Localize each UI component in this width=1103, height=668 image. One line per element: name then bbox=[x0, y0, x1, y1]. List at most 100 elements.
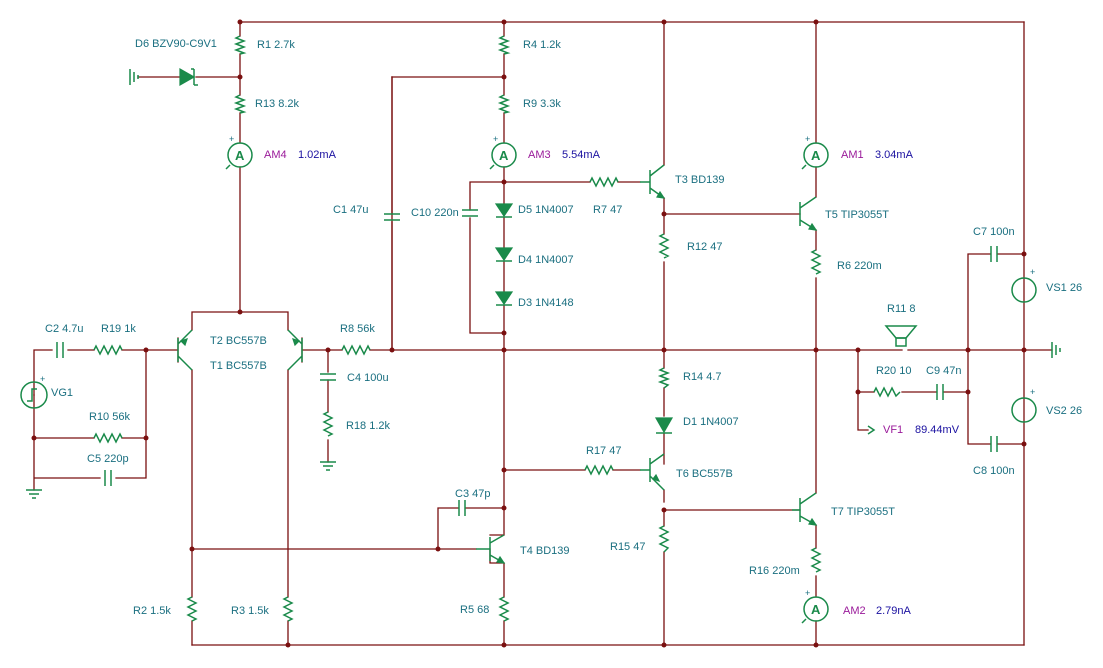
am1-symbol-letter: A bbox=[811, 148, 821, 163]
label-r6: R6 220m bbox=[837, 260, 882, 272]
resistor-r20 bbox=[873, 386, 901, 398]
am4-symbol-letter: A bbox=[235, 148, 245, 163]
ground-icon-output bbox=[1051, 342, 1061, 358]
grounds bbox=[26, 69, 1061, 499]
am1-reading: 3.04mA bbox=[875, 149, 914, 161]
am4-name: AM4 bbox=[264, 149, 287, 161]
resistor-r19 bbox=[93, 344, 123, 356]
ammeter-am4-symbol: A + bbox=[225, 134, 253, 170]
label-r3: R3 1.5k bbox=[231, 605, 269, 617]
label-c4: C4 100u bbox=[347, 372, 389, 384]
dc-source-vs1: + bbox=[1011, 267, 1037, 303]
label-r11: R11 8 bbox=[887, 303, 916, 315]
diode-d4 bbox=[494, 247, 514, 262]
signal-generator-vg1: + bbox=[20, 374, 48, 409]
resistor-r17 bbox=[584, 464, 614, 476]
resistor-r3 bbox=[282, 596, 294, 622]
label-d3: D3 1N4148 bbox=[518, 297, 574, 309]
label-r7: R7 47 bbox=[593, 204, 622, 216]
ground-icon-r18 bbox=[320, 461, 336, 471]
capacitor-c1 bbox=[384, 213, 400, 221]
label-r13: R13 8.2k bbox=[255, 98, 300, 110]
ammeter-am2-symbol: A + bbox=[801, 588, 829, 624]
ammeter-am1-symbol: A + bbox=[801, 134, 829, 170]
am3-plus: + bbox=[493, 134, 498, 144]
resistor-r15 bbox=[658, 525, 670, 553]
resistor-r6 bbox=[810, 249, 822, 275]
diode-d5 bbox=[494, 203, 514, 218]
capacitors bbox=[56, 209, 998, 516]
meter-readings: AM4 1.02mA AM3 5.54mA AM1 3.04mA AM2 2.7… bbox=[264, 149, 960, 617]
resistor-r2 bbox=[186, 596, 198, 622]
am2-name: AM2 bbox=[843, 605, 866, 617]
transistor-t1 bbox=[177, 329, 193, 371]
label-t3: T3 BD139 bbox=[675, 174, 725, 186]
transistors bbox=[177, 164, 818, 564]
label-r12: R12 47 bbox=[687, 241, 722, 253]
label-c8: C8 100n bbox=[973, 465, 1015, 477]
resistor-r1 bbox=[233, 35, 247, 55]
ground-icon-zener bbox=[129, 69, 139, 85]
transistor-t2 bbox=[287, 329, 303, 371]
speaker-icon bbox=[884, 325, 918, 347]
label-t7: T7 TIP3055T bbox=[831, 506, 895, 518]
resistor-r12 bbox=[658, 233, 670, 259]
junction-dots bbox=[31, 19, 1027, 648]
ammeter-am3-symbol: A + bbox=[489, 134, 517, 170]
transistor-t7 bbox=[799, 492, 818, 526]
capacitor-c10 bbox=[462, 209, 478, 217]
resistor-r5 bbox=[498, 596, 510, 622]
sources: + + + bbox=[20, 267, 1037, 423]
label-c1: C1 47u bbox=[333, 204, 368, 216]
resistor-r8 bbox=[341, 344, 371, 356]
am2-plus: + bbox=[805, 588, 810, 598]
label-c3: C3 47p bbox=[455, 488, 490, 500]
label-t5: T5 TIP3055T bbox=[825, 209, 889, 221]
label-r20: R20 10 bbox=[876, 365, 911, 377]
am2-reading: 2.79nA bbox=[876, 605, 912, 617]
label-vs1: VS1 26 bbox=[1046, 282, 1082, 294]
capacitor-c4 bbox=[320, 373, 336, 381]
am1-name: AM1 bbox=[841, 149, 864, 161]
resistor-r7 bbox=[589, 176, 619, 188]
transistor-t5 bbox=[799, 196, 818, 231]
label-d1: D1 1N4007 bbox=[683, 416, 739, 428]
resistor-r16 bbox=[810, 547, 822, 573]
am2-symbol-letter: A bbox=[811, 602, 821, 617]
diode-d1 bbox=[654, 417, 674, 434]
label-r5: R5 68 bbox=[460, 604, 489, 616]
vf1-name: VF1 bbox=[883, 424, 903, 436]
label-r16: R16 220m bbox=[749, 565, 800, 577]
label-c9: C9 47n bbox=[926, 365, 961, 377]
dc-source-vs2: + bbox=[1011, 387, 1037, 423]
resistor-r9 bbox=[497, 94, 511, 114]
label-t4: T4 BD139 bbox=[520, 545, 570, 557]
label-t1: T1 BC557B bbox=[210, 360, 267, 372]
label-c5: C5 220p bbox=[87, 453, 129, 465]
label-c10: C10 220n bbox=[411, 207, 459, 219]
am3-symbol-letter: A bbox=[499, 148, 509, 163]
zener-diode-d6 bbox=[179, 67, 198, 87]
transistor-t4 bbox=[489, 534, 506, 564]
ammeters: A + A + A + A + bbox=[225, 134, 829, 624]
label-vs2: VS2 26 bbox=[1046, 405, 1082, 417]
am3-name: AM3 bbox=[528, 149, 551, 161]
vs1-plus: + bbox=[1030, 267, 1035, 277]
label-c7: C7 100n bbox=[973, 226, 1015, 238]
ground-icon-input bbox=[26, 489, 42, 499]
vf1-reading: 89.44mV bbox=[915, 424, 960, 436]
label-r19: R19 1k bbox=[101, 323, 136, 335]
component-labels: D6 BZV90-C9V1 R1 2.7k R13 8.2k R4 1.2k R… bbox=[45, 38, 1082, 617]
capacitor-c5 bbox=[104, 470, 112, 486]
label-d5: D5 1N4007 bbox=[518, 204, 574, 216]
resistor-r14 bbox=[657, 367, 671, 389]
diodes bbox=[179, 67, 674, 434]
resistor-r18 bbox=[322, 411, 334, 437]
capacitor-c9 bbox=[936, 384, 944, 400]
resistor-r4 bbox=[497, 35, 511, 55]
label-r18: R18 1.2k bbox=[346, 420, 391, 432]
label-r2: R2 1.5k bbox=[133, 605, 171, 617]
label-t2: T2 BC557B bbox=[210, 335, 267, 347]
am3-reading: 5.54mA bbox=[562, 149, 601, 161]
